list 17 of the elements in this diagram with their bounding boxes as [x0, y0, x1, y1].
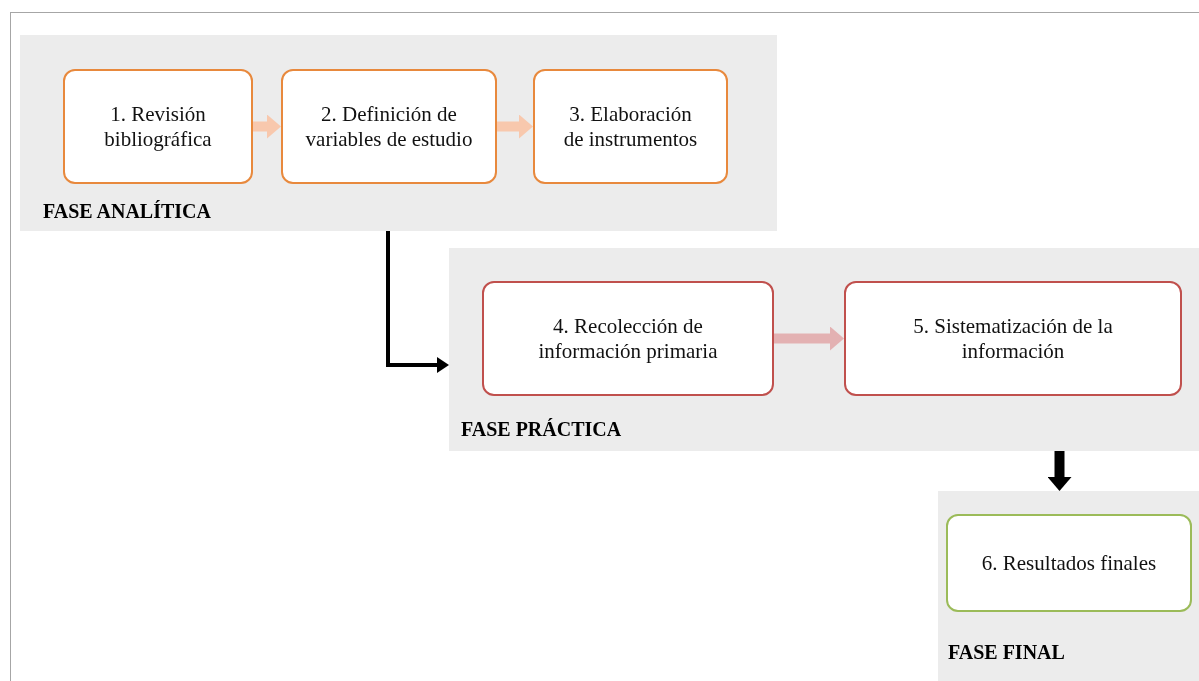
process-box: 5. Sistematización de la información [844, 281, 1182, 396]
process-box: 2. Definición de variables de estudio [281, 69, 497, 184]
phase-heading: FASE FINAL [948, 641, 1065, 664]
arrow [1047, 451, 1072, 491]
process-box: 1. Revisión bibliográfica [63, 69, 253, 184]
phase-heading: FASE ANALÍTICA [43, 200, 211, 223]
phase-panel [449, 248, 1199, 451]
phase-panel [938, 491, 1199, 681]
arrow [386, 231, 449, 373]
phase-heading: FASE PRÁCTICA [461, 418, 622, 441]
arrow [497, 114, 533, 139]
arrow [253, 114, 281, 139]
phase-panel [20, 35, 777, 231]
process-box: 6. Resultados finales [946, 514, 1192, 612]
process-box: 4. Recolección de información primaria [482, 281, 774, 396]
process-box: 3. Elaboración de instrumentos [533, 69, 728, 184]
arrow [774, 326, 844, 351]
